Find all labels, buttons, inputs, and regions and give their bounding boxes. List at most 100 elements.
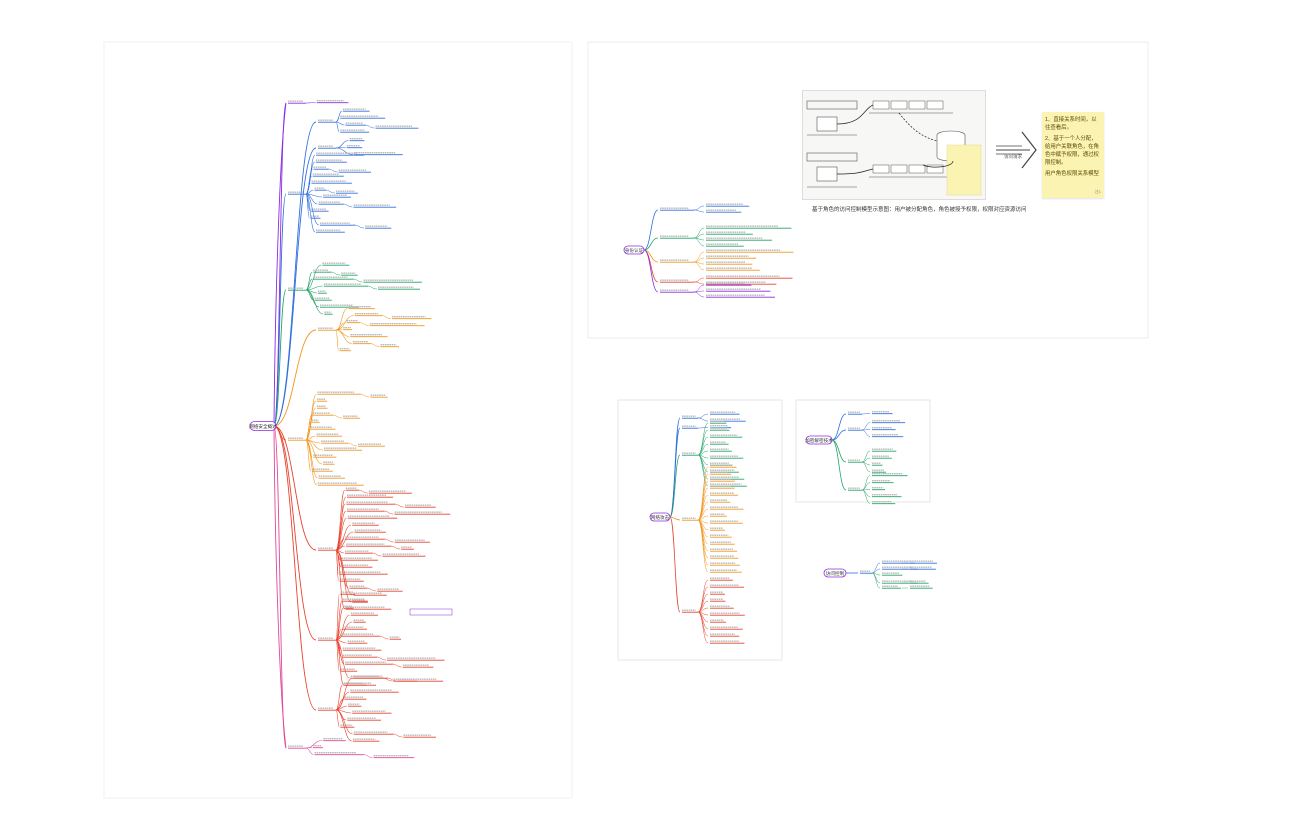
sticky-note[interactable]: 1、直接关系时间，以往查看后。 2、基于一个人分配，给用户关联角色，在角色中赋予… [1042, 112, 1104, 198]
branch-connector [354, 224, 365, 229]
branch-connector [335, 147, 354, 155]
branch-connector [305, 439, 317, 486]
branch-connector [381, 315, 392, 319]
top-right-mindmap[interactable]: 身份认证 [623, 203, 794, 298]
branch-connector [273, 289, 287, 427]
branch-connector [391, 663, 402, 668]
branch-connector [861, 413, 871, 415]
branch-connector [324, 189, 335, 194]
small-mindmap[interactable]: 访问控制 [823, 560, 937, 589]
spine [273, 102, 287, 427]
root-node-label: 访问控制 [826, 570, 845, 577]
branch-connector [392, 733, 403, 738]
root-node[interactable] [649, 512, 671, 522]
branch-connector [831, 429, 847, 441]
branch-connector [335, 329, 352, 344]
branch-connector [364, 124, 375, 129]
branch-connector [383, 538, 394, 543]
branch-connector [335, 549, 345, 610]
branch-connector [335, 308, 348, 331]
diagram-drawing [806, 100, 982, 196]
branch-connector [305, 193, 310, 219]
branch-connector [362, 754, 373, 758]
branch-connector [335, 639, 344, 686]
branch-connector [305, 289, 324, 315]
branch-connector [273, 425, 317, 641]
branch-connector [305, 407, 317, 441]
root-node-label: 加密解密技术 [805, 437, 833, 444]
branch-connector [305, 278, 313, 291]
right-box-frame [795, 399, 931, 503]
branch-connector [386, 677, 397, 682]
branch-connector [335, 639, 345, 665]
branch-connector [342, 203, 353, 208]
branch-connector [366, 587, 377, 592]
branch-connector [335, 639, 350, 679]
branch-connector [335, 607, 344, 641]
branch-connector [335, 510, 347, 551]
main-mindmap-frame [103, 41, 573, 799]
branch-connector [669, 454, 681, 518]
diagram-caption: 基于角色的访问控制模型示意图：用户被分配角色，角色被授予权限，权限对应资源访问 [812, 207, 1027, 213]
branch-connector [305, 193, 320, 226]
highlighted-node[interactable] [409, 608, 453, 616]
branch-connector [669, 516, 681, 521]
branch-connector [332, 414, 343, 419]
access-model-diagram[interactable] [802, 90, 986, 200]
branch-connector [643, 249, 659, 293]
branch-connector [335, 709, 340, 728]
branch-connector [335, 121, 340, 133]
branch-connector [697, 427, 709, 429]
branch-connector [693, 281, 705, 285]
branch-connector [357, 489, 368, 494]
branch-connector [393, 503, 404, 508]
branch-connector [358, 322, 369, 326]
branch-connector [383, 510, 394, 515]
branch-connector [697, 611, 709, 644]
middle-mindmap[interactable]: 网络攻击 [649, 411, 747, 644]
branch-connector [335, 621, 353, 641]
branch-connector [669, 516, 681, 613]
branch-connector [693, 261, 705, 271]
branch-connector [693, 237, 705, 247]
branch-connector [273, 425, 317, 551]
root-node[interactable] [805, 435, 833, 445]
branch-connector [643, 237, 659, 251]
branch-connector [861, 461, 871, 473]
branch-connector [697, 519, 709, 573]
arrow-label: 访问请求 [1004, 153, 1022, 160]
root-node-label: 网络安全概述 [249, 423, 277, 430]
branch-connector [697, 417, 709, 422]
branch-connector [335, 329, 339, 351]
sticky-line-3: 用户角色权限关系模型 [1045, 171, 1099, 177]
branch-connector [347, 442, 358, 447]
branch-connector [643, 209, 659, 251]
right-box-mindmap[interactable]: 加密解密技术 [805, 411, 908, 505]
root-node[interactable] [823, 568, 847, 578]
sticky-line-2: 2、基于一个人分配，给用户关联角色，在角色中赋予权限，通过权限控制。 [1045, 136, 1099, 166]
branch-connector [697, 454, 709, 487]
root-node[interactable] [249, 421, 277, 431]
branch-connector [335, 600, 343, 641]
branch-connector [335, 517, 348, 551]
branch-connector [335, 709, 352, 742]
branch-connector [335, 593, 340, 641]
branch-connector [305, 428, 310, 441]
branch-connector [305, 102, 316, 104]
branch-connector [861, 429, 871, 437]
branch-connector [335, 121, 345, 126]
branch-connector [335, 684, 343, 711]
branch-connector [335, 639, 340, 672]
branch-connector [335, 549, 339, 582]
branch-connector [871, 562, 881, 574]
branch-connector [693, 209, 705, 213]
branch-connector [831, 439, 847, 491]
branch-connector [359, 393, 370, 398]
sticky-footnote: 注1 [1094, 189, 1101, 194]
main-mindmap[interactable]: 网络安全概述 [249, 99, 453, 759]
branch-connector [390, 545, 401, 550]
branch-connector [831, 413, 847, 441]
root-node[interactable] [623, 245, 645, 255]
branch-connector [871, 572, 881, 589]
branch-connector [305, 439, 312, 472]
